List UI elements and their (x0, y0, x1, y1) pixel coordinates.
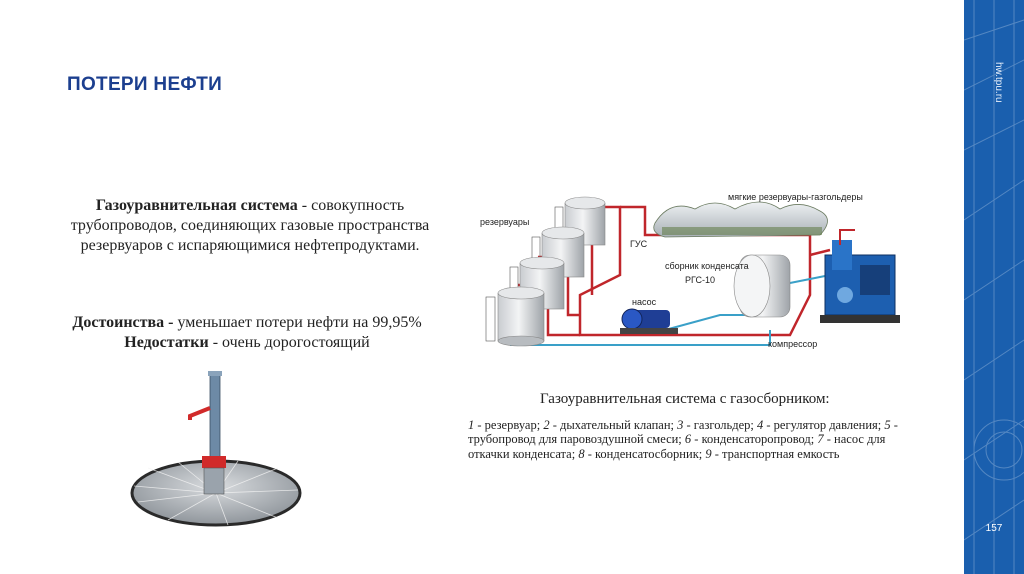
definition-term: Газоуравнительная система (95, 197, 298, 214)
legend-item: 9 - транспортная емкость (705, 447, 839, 461)
legend-text: - трубопровод для паровоздушной смеси; (468, 418, 898, 447)
label-soft-tanks: мягкие резервуары-газгольдеры (728, 192, 863, 202)
compressor-unit (820, 229, 900, 323)
legend-text: - дыхательный клапан; (549, 418, 678, 432)
legend-text: - насос для откачки конденсата; (468, 432, 886, 461)
definition-end: . (415, 238, 420, 254)
legend-item: 5 - трубопровод для паровоздушной смеси; (468, 418, 898, 446)
site-url[interactable]: hw.tpu.ru (993, 62, 1004, 103)
pump-unit (620, 308, 678, 334)
legend-number: 7 (817, 432, 824, 447)
legend-item: 2 - дыхательный клапан; (543, 418, 677, 432)
label-compressor: компрессор (768, 339, 817, 349)
definition-paragraph: Газоуравнительная система - совокупность… (50, 196, 450, 256)
page-number: 157 (985, 523, 1003, 534)
cons-line: Недостатки - очень дорогостоящий (22, 333, 472, 353)
legend-number: 6 (684, 432, 692, 447)
sidebar-band (964, 0, 1024, 574)
pros-text: уменьшает потери нефти на 99,95% (173, 314, 422, 331)
legend-item: 1 - резервуар; (468, 418, 543, 432)
label-collector: сборник конденсата (665, 261, 749, 271)
legend-item: 4 - регулятор давления; (757, 418, 884, 432)
cons-label: Недостатки (124, 334, 209, 351)
legend-text: - резервуар; (474, 418, 544, 432)
diagram-legend: 1 - резервуар; 2 - дыхательный клапан; 3… (468, 418, 928, 461)
label-pump: насос (632, 297, 657, 307)
definition-text: - совокупность трубопроводов, соединяющи… (70, 197, 430, 254)
cons-text: - очень дорогостоящий (208, 334, 370, 351)
label-tanks: резервуары (480, 217, 529, 227)
gas-equalizing-diagram: резервуары мягкие резервуары-газгольдеры… (480, 192, 900, 349)
legend-text: - конденсатосборник; (584, 446, 706, 461)
legend-item: 6 - конденсаторопровод; (685, 432, 817, 446)
legend-number: 1 (468, 418, 475, 432)
legend-number: 4 (757, 418, 764, 432)
pros-line: Достоинства - уменьшает потери нефти на … (22, 313, 472, 333)
legend-item: 3 - газгольдер; (677, 418, 757, 432)
soft-gasholders (653, 201, 828, 238)
legend-number: 3 (677, 418, 684, 432)
legend-text: - конденсаторопровод; (691, 432, 818, 447)
floating-roof-illustration (130, 371, 302, 527)
legend-text: - транспортная емкость (711, 446, 840, 461)
page-title: ПОТЕРИ НЕФТИ (67, 74, 223, 95)
legend-number: 9 (705, 446, 712, 461)
condensate-tank (733, 254, 791, 318)
sidebar-pattern (964, 0, 1024, 574)
pros-label: Достоинства - (72, 314, 174, 331)
legend-item: 7 - насос для откачки конденсата; (468, 432, 885, 460)
tank-group (485, 196, 606, 347)
legend-item: 8 - конденсатосборник; (578, 447, 705, 461)
label-rgs: РГС-10 (685, 275, 715, 285)
legend-text: - регулятор давления; (763, 418, 885, 432)
legend-text: - газгольдер; (683, 418, 757, 432)
legend-number: 5 (884, 418, 891, 432)
legend-number: 2 (543, 418, 550, 432)
diagram-caption: Газоуравнительная система с газосборнико… (540, 391, 830, 407)
pros-cons-block: Достоинства - уменьшает потери нефти на … (22, 313, 472, 353)
label-gus: ГУС (630, 239, 648, 249)
legend-number: 8 (578, 446, 585, 461)
